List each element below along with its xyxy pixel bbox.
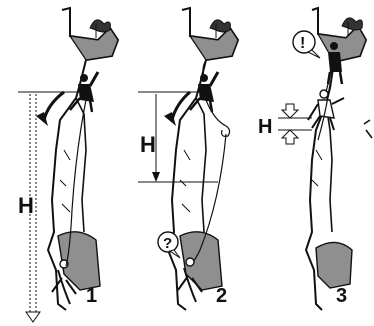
fall-arrow-2 [164,92,190,126]
panel-number-1: 1 [86,285,97,307]
height-label-1: H [18,193,34,218]
height-dimension-3 [278,104,312,144]
question-mark: ? [163,235,172,252]
exclamation-mark: ! [300,35,305,52]
panel-1: H 1 [18,8,118,322]
panel-2: H ? 2 [138,8,238,310]
panel-number-3: 3 [336,285,347,307]
height-label-3: H [258,116,272,138]
rock-face-1 [48,8,118,310]
panel-3: H ! 3 [258,8,372,310]
height-label-2: H [140,132,156,157]
rock-face-2 [168,8,238,310]
small-figure-right [364,120,372,138]
panel-number-2: 2 [216,285,227,307]
exclamation-bubble: ! [293,31,320,58]
